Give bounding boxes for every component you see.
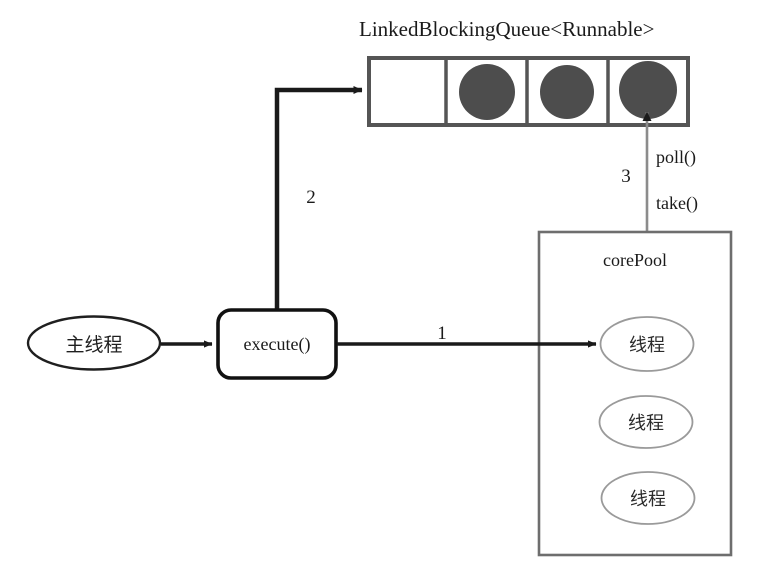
main-thread-node: 主线程 [26, 315, 162, 371]
core-pool-container: corePool 线程 线程 线程 [537, 230, 733, 557]
core-pool-label: corePool [603, 250, 667, 270]
flow-1-number: 1 [437, 323, 447, 344]
main-thread-label: 主线程 [65, 334, 122, 356]
queue-task-circle-3 [619, 61, 677, 119]
queue-title: LinkedBlockingQueue<Runnable> [359, 17, 654, 41]
thread-label-2: 线程 [628, 413, 664, 434]
flow-2-path [274, 86, 363, 312]
queue-task-circle-1 [459, 64, 515, 120]
flow-2-arrow [274, 86, 363, 312]
thread-ellipse-3 [600, 471, 696, 525]
main-thread-ellipse [26, 315, 162, 371]
thread-ellipse-2 [598, 395, 694, 449]
thread-ellipse-1 [599, 316, 695, 372]
execute-box [216, 308, 338, 380]
core-pool-thread-1: 线程 [599, 316, 695, 372]
queue-container [367, 56, 690, 127]
thread-label-1: 线程 [629, 335, 665, 356]
flow-3-number: 3 [621, 166, 631, 187]
execute-label: execute() [244, 334, 311, 355]
flow-2-number: 2 [306, 187, 316, 208]
queue-method-take: take() [656, 193, 698, 214]
core-pool-thread-2: 线程 [598, 395, 694, 449]
execute-node: execute() [216, 308, 338, 380]
queue-task-circle-2 [540, 65, 594, 119]
thread-label-3: 线程 [630, 489, 666, 510]
queue-method-poll: poll() [656, 147, 696, 168]
core-pool-thread-3: 线程 [600, 471, 696, 525]
